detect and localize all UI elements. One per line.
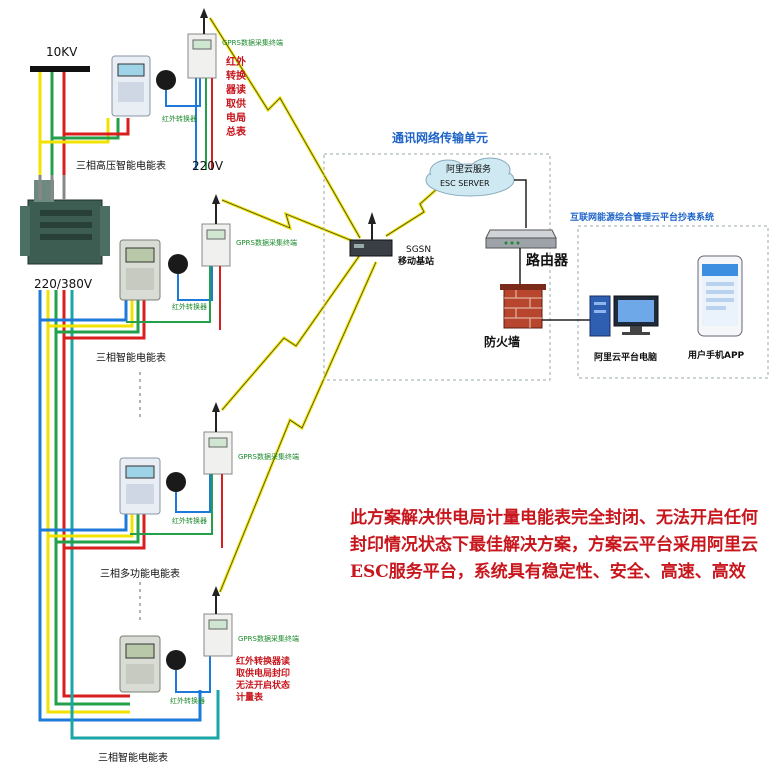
lv-bus-wires bbox=[38, 290, 220, 740]
solution-description: 此方案解决供电局计量电能表完全封闭、无法开启任何封印情况状态下最佳解决方案，方案… bbox=[350, 508, 758, 582]
gprs-terminal-1 bbox=[187, 8, 217, 79]
router-label: 路由器 bbox=[526, 253, 568, 269]
label-220-380v: 220/380V bbox=[34, 277, 93, 291]
pc-icon bbox=[589, 295, 659, 337]
firewall-label: 防火墙 bbox=[484, 335, 521, 349]
ir-label-1: 红外转换器 bbox=[162, 115, 197, 123]
gprs-label-4: GPRS数据采集终端 bbox=[238, 635, 299, 643]
transformer bbox=[20, 175, 110, 265]
hv-feed-wires bbox=[38, 72, 130, 175]
gprs-terminal-4 bbox=[203, 586, 233, 657]
gprs-label-2: GPRS数据采集终端 bbox=[236, 239, 297, 247]
station-label-1: SGSN bbox=[406, 245, 432, 255]
pc-label: 阿里云平台电脑 bbox=[594, 353, 658, 363]
router-icon bbox=[485, 229, 557, 249]
station-label-2: 移动基站 bbox=[398, 257, 435, 267]
label-220v: 220V bbox=[192, 159, 224, 173]
sgsn-base-station bbox=[349, 212, 393, 257]
ir-label-4: 红外转换器 bbox=[170, 697, 205, 705]
busbar-10kv bbox=[30, 66, 90, 72]
smart-meter-2 bbox=[119, 239, 161, 301]
cloud-label-1: 阿里云服务 bbox=[446, 165, 492, 175]
gprs-label-1: GPRS数据采集终端 bbox=[222, 39, 283, 47]
multi-meter-label: 三相多功能电能表 bbox=[100, 569, 180, 580]
ir-probe-4 bbox=[166, 650, 186, 670]
ir-label-3: 红外转换器 bbox=[172, 517, 207, 525]
smart-meter-4 bbox=[119, 635, 161, 693]
firewall-icon bbox=[500, 284, 546, 329]
note-top: 红外 转换 器读 取供 电局 总表 bbox=[226, 57, 246, 138]
gprs-label-3: GPRS数据采集终端 bbox=[238, 453, 299, 461]
network-unit-title: 通讯网络传输单元 bbox=[392, 131, 489, 145]
note-bottom: 红外转换器读 取供电局封印 无法开启状态 计量表 bbox=[236, 657, 291, 703]
hv-meter-label: 三相高压智能电能表 bbox=[76, 161, 166, 172]
multi-function-meter bbox=[119, 457, 161, 515]
cloud-system-title: 互联网能源综合管理云平台抄表系统 bbox=[570, 213, 715, 223]
cloud-label-2: ESC SERVER bbox=[440, 179, 490, 188]
phone-icon bbox=[697, 255, 743, 337]
gprs-terminal-3 bbox=[203, 402, 233, 475]
ir-probe-1 bbox=[156, 70, 176, 90]
cloud-system-frame bbox=[577, 225, 769, 379]
ir-probe-2 bbox=[168, 254, 188, 274]
cloud-icon bbox=[425, 157, 515, 197]
network-unit-frame bbox=[323, 153, 551, 381]
ir-probe-3 bbox=[166, 472, 186, 492]
label-10kv: 10KV bbox=[46, 45, 78, 59]
ir-label-2: 红外转换器 bbox=[172, 303, 207, 311]
smart-meter-4-label: 三相智能电能表 bbox=[98, 753, 168, 764]
gprs-terminal-2 bbox=[201, 194, 231, 267]
smart-meter-2-label: 三相智能电能表 bbox=[96, 353, 166, 364]
hv-meter bbox=[111, 55, 151, 117]
phone-label: 用户手机APP bbox=[688, 351, 745, 361]
